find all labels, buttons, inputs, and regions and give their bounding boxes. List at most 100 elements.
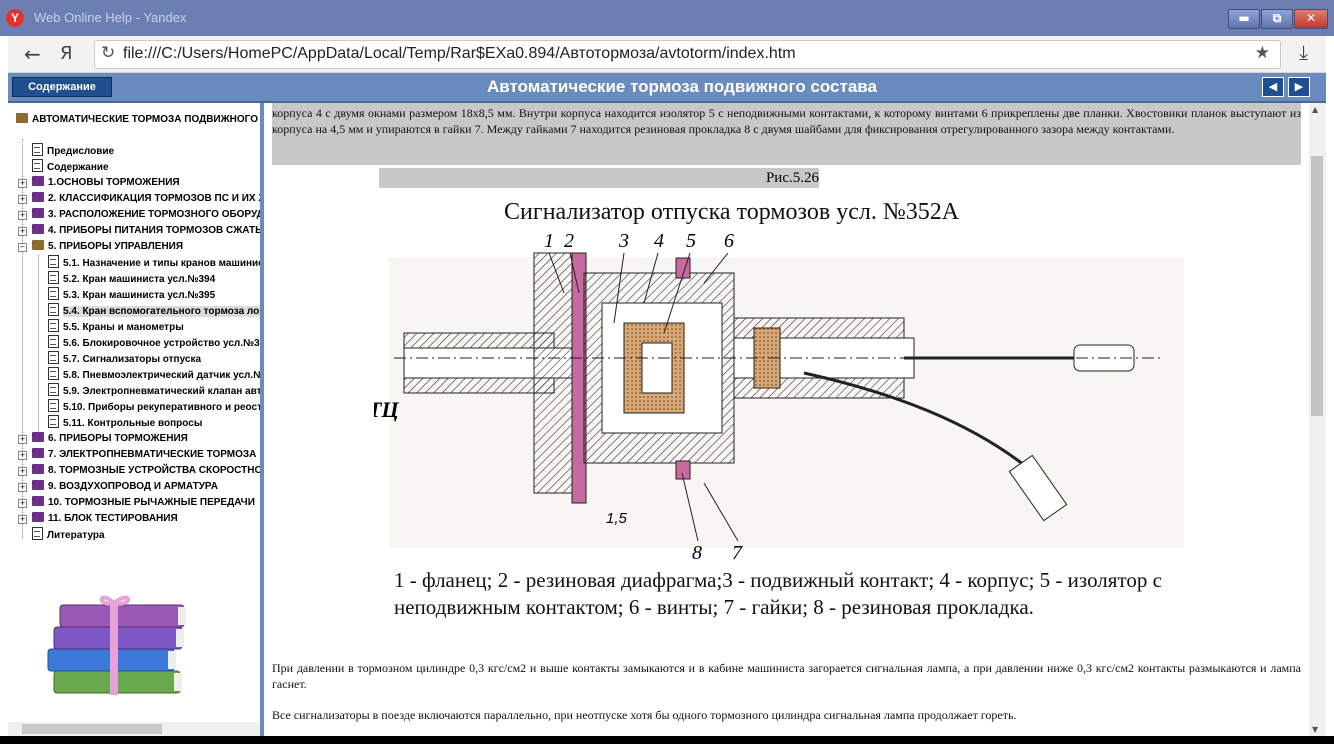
scroll-down-icon[interactable]: ▼ (1312, 725, 1319, 734)
tc-label: ТЦ (374, 397, 399, 422)
window-title: Web Online Help - Yandex (34, 10, 187, 25)
toc-item[interactable]: 5.7. Сигнализаторы отпуска (48, 351, 201, 367)
book-icon (32, 496, 44, 506)
expand-icon[interactable]: + (18, 515, 27, 524)
page-icon (48, 383, 59, 396)
expand-icon[interactable]: + (18, 211, 27, 220)
book-icon (32, 192, 44, 202)
page-icon (48, 367, 59, 380)
top-paragraph: корпуса 4 с двумя окнами размером 18х8,5… (272, 106, 1301, 136)
expand-icon[interactable]: + (18, 467, 27, 476)
back-icon[interactable]: ← (24, 42, 41, 66)
book-icon (32, 512, 44, 522)
callout-6: 6 (724, 230, 734, 252)
help-title: Автоматические тормоза подвижного состав… (487, 77, 877, 96)
open-book-icon (16, 113, 28, 123)
toc-item[interactable]: 5.3. Кран машиниста усл.№395 (48, 287, 215, 303)
toc-item-selected[interactable]: 5.4. Кран вспомогательного тормоза локом… (48, 303, 260, 319)
toc-item[interactable]: 5. ПРИБОРЫ УПРАВЛЕНИЯ (32, 239, 183, 255)
toc-item[interactable]: 1.ОСНОВЫ ТОРМОЖЕНИЯ (32, 175, 180, 191)
highlighted-paragraph: корпуса 4 с двумя окнами размером 18х8,5… (272, 103, 1301, 165)
restore-button[interactable]: ⧉ (1261, 9, 1293, 29)
toc-item[interactable]: 5.8. Пневмоэлектрический датчик усл.№418 (48, 367, 260, 383)
paragraph-2: Все сигнализаторы в поезде включаются па… (272, 708, 1017, 722)
toc-item[interactable]: Предисловие (32, 143, 114, 159)
reload-icon[interactable]: ↻ (101, 43, 116, 63)
toc-item[interactable]: 2. КЛАССИФИКАЦИЯ ТОРМОЗОВ ПС И ИХ ХАРАКТ… (32, 191, 260, 207)
expand-icon[interactable]: + (18, 195, 27, 204)
scroll-thumb[interactable] (1311, 156, 1323, 416)
title-bar: Y Web Online Help - Yandex ▬ ⧉ ✕ (0, 0, 1334, 36)
prev-page-icon[interactable]: ◀ (1262, 77, 1284, 97)
url-field[interactable]: ↻ file:///C:/Users/HomePC/AppData/Local/… (94, 40, 1281, 69)
scroll-thumb[interactable] (22, 724, 162, 734)
toc-item[interactable]: 5.5. Краны и манометры (48, 319, 184, 335)
close-button[interactable]: ✕ (1294, 9, 1328, 29)
callout-1: 1 (544, 230, 554, 252)
callout-4: 4 (654, 230, 664, 252)
toc-item[interactable]: 5.10. Приборы рекуперативного и реостатн… (48, 399, 260, 415)
bookmark-star-icon[interactable]: ★ (1254, 43, 1270, 63)
next-page-icon[interactable]: ▶ (1288, 77, 1310, 97)
figure-caption: Рис.5.26 (379, 168, 819, 188)
toc-item[interactable]: Литература (32, 527, 105, 543)
paragraph-1: При давлении в тормозном цилиндре 0,3 кг… (272, 661, 1301, 691)
vertical-scrollbar[interactable]: ▲ ▼ (1309, 103, 1326, 736)
page-icon (32, 159, 43, 172)
page-icon (32, 143, 43, 156)
expand-icon[interactable]: + (18, 483, 27, 492)
panel-divider[interactable] (260, 103, 264, 736)
expand-icon[interactable]: + (18, 179, 27, 188)
book-icon (32, 176, 44, 186)
minimize-button[interactable]: ▬ (1228, 9, 1260, 29)
page-icon (48, 255, 59, 268)
page-icon (32, 527, 43, 540)
toc-item[interactable]: 3. РАСПОЛОЖЕНИЕ ТОРМОЗНОГО ОБОРУДОВАНИЯ (32, 207, 260, 223)
toc-item[interactable]: 4. ПРИБОРЫ ПИТАНИЯ ТОРМОЗОВ СЖАТЫМ ВОЗДУ… (32, 223, 260, 239)
url-text[interactable]: file:///C:/Users/HomePC/AppData/Local/Te… (123, 45, 796, 62)
expand-icon[interactable]: + (18, 435, 27, 444)
expand-icon[interactable]: + (18, 451, 27, 460)
callout-3: 3 (618, 230, 629, 252)
toc-panel: АВТОМАТИЧЕСКИЕ ТОРМОЗА ПОДВИЖНОГО СОСТАВ… (8, 103, 260, 736)
toc-item[interactable]: 10. ТОРМОЗНЫЕ РЫЧАЖНЫЕ ПЕРЕДАЧИ (32, 495, 255, 511)
book-icon (32, 448, 44, 458)
download-icon[interactable]: ⤓ (1299, 40, 1308, 64)
horizontal-scrollbar[interactable] (8, 722, 260, 736)
figure-title: Сигнализатор отпуска тормозов усл. №352А (504, 199, 960, 225)
toc-item[interactable]: 11. БЛОК ТЕСТИРОВАНИЯ (32, 511, 178, 527)
toc-item[interactable]: 9. ВОЗДУХОПРОВОД И АРМАТУРА (32, 479, 218, 495)
toc-item[interactable]: 6. ПРИБОРЫ ТОРМОЖЕНИЯ (32, 431, 188, 447)
dimension-label: 1,5 (606, 510, 628, 527)
callout-2: 2 (564, 230, 574, 252)
page-icon (48, 351, 59, 364)
help-header: Содержание Автоматические тормоза подвиж… (8, 73, 1326, 103)
toc-root[interactable]: АВТОМАТИЧЕСКИЕ ТОРМОЗА ПОДВИЖНОГО СОСТАВ… (16, 113, 260, 125)
article-content: корпуса 4 с двумя окнами размером 18х8,5… (264, 103, 1309, 736)
expand-icon[interactable]: + (18, 227, 27, 236)
book-icon (32, 432, 44, 442)
page-icon (48, 271, 59, 284)
toc-item[interactable]: 5.1. Назначение и типы кранов машиниста (48, 255, 260, 271)
yandex-home-icon[interactable]: Я (60, 43, 73, 64)
toc-item[interactable]: 5.9. Электропневматический клапан автост… (48, 383, 260, 399)
toc-item[interactable]: 5.6. Блокировочное устройство усл.№367 (48, 335, 260, 351)
toc-item[interactable]: 7. ЭЛЕКТРОПНЕВМАТИЧЕСКИЕ ТОРМОЗА (32, 447, 256, 463)
toc-item[interactable]: 5.11. Контрольные вопросы (48, 415, 202, 431)
scroll-up-icon[interactable]: ▲ (1312, 105, 1319, 114)
expand-icon[interactable]: + (18, 499, 27, 508)
toc-item[interactable]: 8. ТОРМОЗНЫЕ УСТРОЙСТВА СКОРОСТНОГО ПС (32, 463, 260, 479)
page-icon (48, 287, 59, 300)
page-icon (48, 319, 59, 332)
book-icon (32, 224, 44, 234)
collapse-icon[interactable]: − (18, 243, 27, 252)
toc-button[interactable]: Содержание (12, 77, 112, 97)
toc-item[interactable]: 5.2. Кран машиниста усл.№394 (48, 271, 215, 287)
books-logo-icon (47, 595, 186, 695)
book-icon (32, 208, 44, 218)
toc-item[interactable]: Содержание (32, 159, 109, 175)
figure-legend: 1 - фланец; 2 - резиновая диафрагма;3 - … (394, 568, 1162, 619)
address-bar: ← Я ↻ file:///C:/Users/HomePC/AppData/Lo… (8, 36, 1326, 73)
page-icon (48, 335, 59, 348)
